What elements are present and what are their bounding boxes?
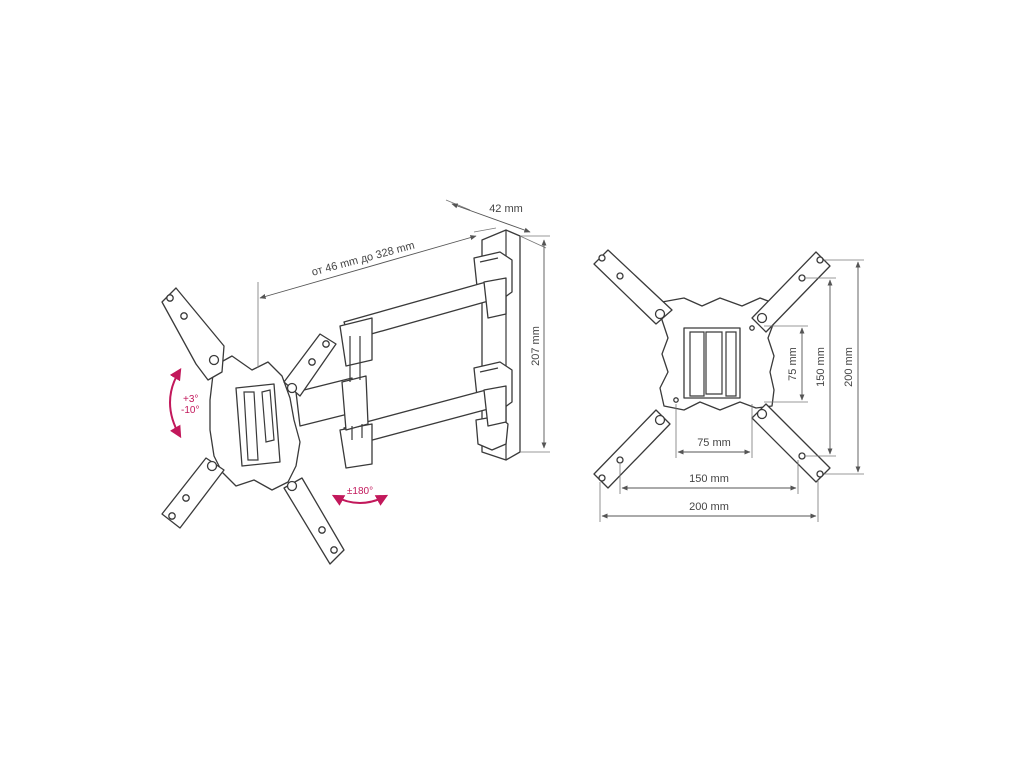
extension-label: от 46 mm до 328 mm [310, 240, 415, 279]
h-75-label: 75 mm [697, 437, 731, 449]
vesa-arm-top-left [161, 287, 225, 381]
vesa-arm-bottom-left [161, 457, 225, 529]
vesa-vertical-dimensions: 75 mm 150 mm 200 mm [764, 259, 864, 475]
swivel-label: ±180° [347, 486, 373, 497]
height-label: 207 mm [530, 326, 542, 366]
lower-arm [339, 385, 507, 469]
v-75-label: 75 mm [787, 347, 799, 381]
vesa-arm-nw [593, 249, 673, 325]
depth-label: 42 mm [489, 203, 523, 215]
vesa-pattern-illustration: 75 mm 150 mm 200 mm 75 mm 150 mm 200 mm [593, 249, 864, 522]
h-200-label: 200 mm [689, 501, 729, 513]
v-150-label: 150 mm [815, 347, 827, 387]
tilt-down-label: -10° [181, 405, 199, 416]
height-dimension: 207 mm [520, 235, 550, 453]
vesa-arm-bottom-right [283, 477, 345, 565]
vesa-arm-se [751, 403, 831, 483]
elbow-joint [295, 336, 369, 440]
tv-bracket-plate [209, 355, 301, 491]
tilt-up-label: +3° [183, 394, 198, 405]
tilt-indicator: +3° -10° [169, 367, 199, 439]
vesa-arm-top-right [283, 333, 337, 397]
depth-dimension: 42 mm [445, 199, 547, 249]
wall-plate [473, 229, 521, 461]
swivel-indicator: ±180° [331, 486, 389, 506]
vesa-arm-ne [751, 251, 831, 333]
vesa-arm-sw [593, 409, 671, 489]
h-150-label: 150 mm [689, 473, 729, 485]
vesa-center-plate [659, 297, 777, 411]
v-200-label: 200 mm [843, 347, 855, 387]
upper-arm [339, 277, 507, 367]
tv-mount-illustration: от 46 mm до 328 mm 42 mm 207 mm +3° -10°… [161, 199, 550, 565]
vesa-horizontal-dimensions: 75 mm 150 mm 200 mm [599, 404, 819, 522]
